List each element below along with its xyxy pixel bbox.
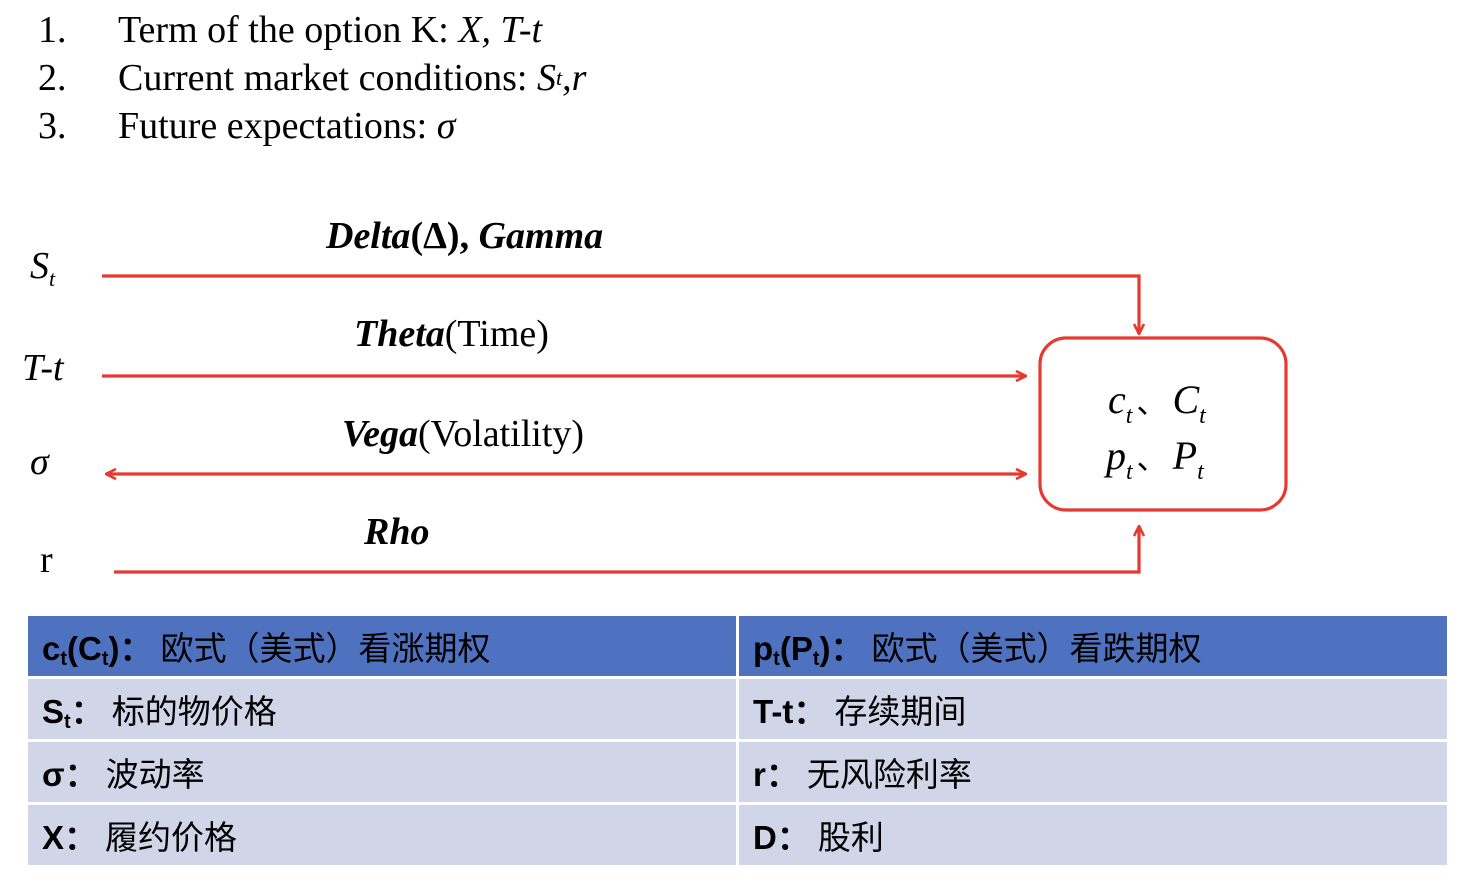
list-item: 3. Future expectations: σ (38, 102, 586, 150)
input-rate: r (40, 539, 53, 581)
legend-cell-maturity: T-t：存续期间 (736, 676, 1447, 742)
table-row: σ：波动率 r：无风险利率 (28, 739, 1447, 805)
legend-cell-dividend: D：股利 (736, 802, 1447, 868)
rho-arrow (114, 526, 1139, 574)
delta-arrow (102, 274, 1139, 334)
legend-cell-call: ct(Ct)：欧式（美式）看涨期权 (28, 613, 738, 679)
input-time-to-maturity: T-t (22, 347, 64, 389)
input-spot-price: St (30, 245, 56, 291)
legend-cell-put: pt(Pt)：欧式（美式）看跌期权 (736, 613, 1447, 679)
list-vars: X, T-t (458, 9, 543, 51)
list-text: Future expectations: (118, 105, 428, 147)
list-number: 3. (38, 105, 67, 147)
table-row: X：履约价格 D：股利 (28, 802, 1447, 868)
list-number: 2. (38, 57, 67, 99)
list-text: Term of the option K: (118, 9, 449, 51)
legend-cell-spot: St：标的物价格 (28, 676, 738, 742)
legend-cell-volatility: σ：波动率 (28, 739, 738, 805)
list-var: r (571, 57, 587, 99)
list-number: 1. (38, 9, 67, 51)
input-volatility: σ (30, 441, 49, 483)
list-text: Current market conditions: (118, 57, 528, 99)
list-sep: , (562, 57, 572, 99)
vega-label: Vega(Volatility) (342, 413, 585, 455)
factor-list: 1. Term of the option K: X, T-t 2. Curre… (38, 6, 586, 150)
option-price-box (1038, 336, 1288, 512)
list-vars: σ (436, 105, 456, 147)
put-price-label: pt、Pt (1106, 433, 1204, 485)
list-var-sub: t (555, 65, 563, 90)
legend-cell-rate: r：无风险利率 (736, 739, 1447, 805)
symbol-legend-table: ct(Ct)：欧式（美式）看涨期权 pt(Pt)：欧式（美式）看跌期权 St：标… (28, 613, 1447, 868)
delta-gamma-label: Delta(Δ), Gamma (326, 215, 604, 257)
list-item: 1. Term of the option K: X, T-t (38, 6, 586, 54)
rho-label: Rho (364, 511, 430, 553)
table-row: St：标的物价格 T-t：存续期间 (28, 676, 1447, 742)
theta-label: Theta(Time) (354, 313, 549, 355)
list-var: S (536, 57, 556, 99)
table-header-row: ct(Ct)：欧式（美式）看涨期权 pt(Pt)：欧式（美式）看跌期权 (28, 613, 1447, 679)
legend-cell-strike: X：履约价格 (28, 802, 738, 868)
call-price-label: ct、Ct (1108, 377, 1206, 429)
